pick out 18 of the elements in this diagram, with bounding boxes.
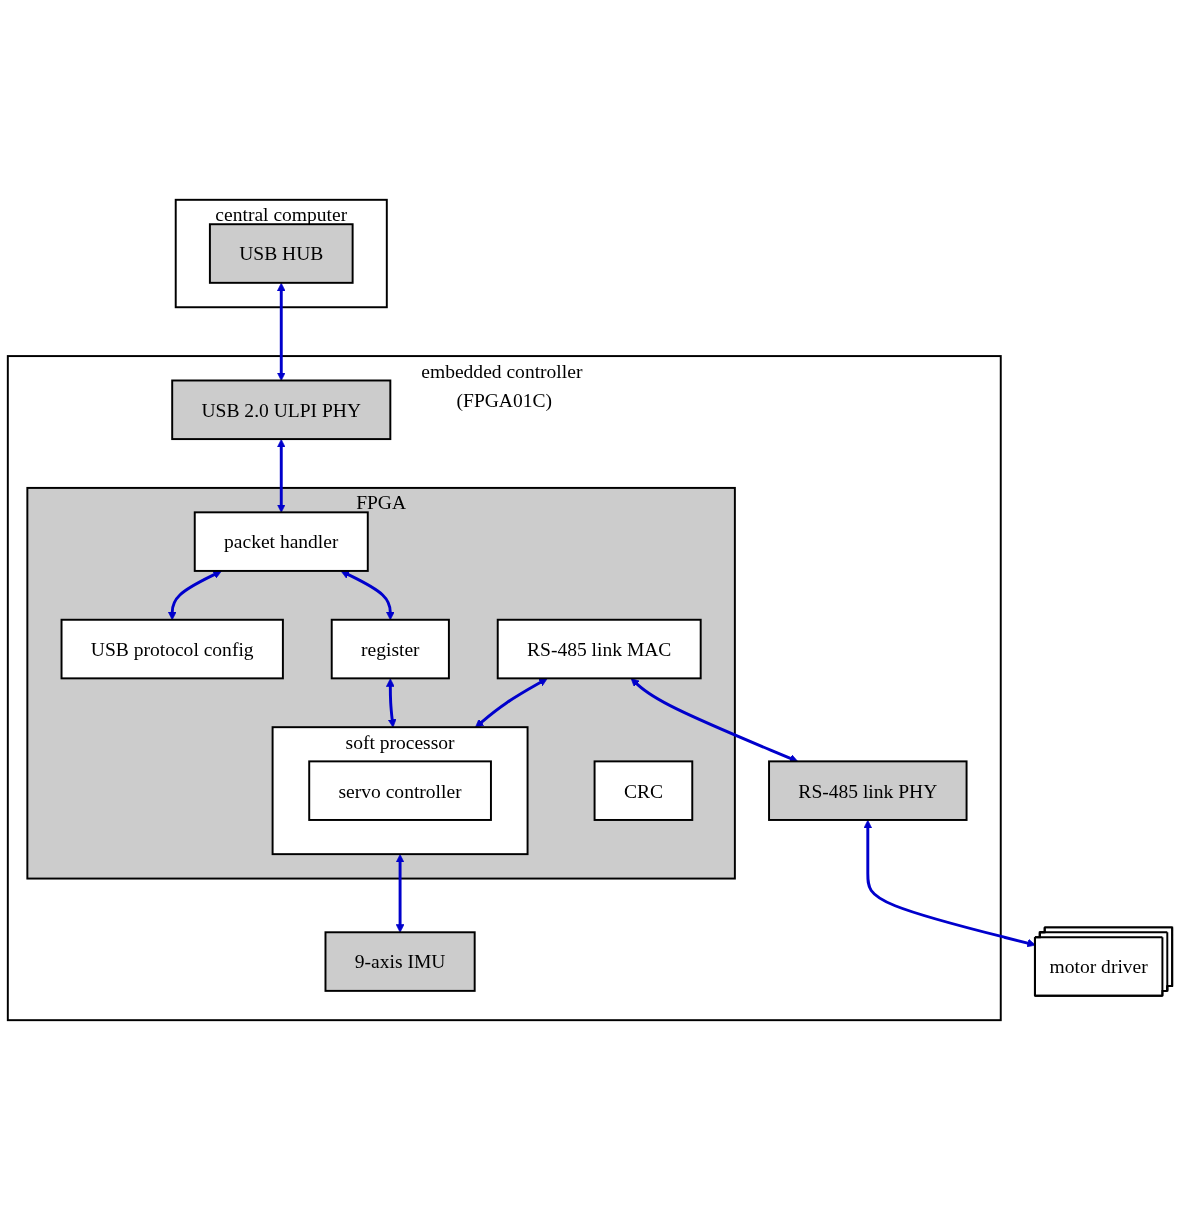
node-box: USB protocol config [60,618,284,679]
node-box: RS-485 link PHY [768,759,968,821]
arrow [167,570,222,620]
arrow [276,282,286,381]
arrow [630,677,798,762]
arrow [276,438,286,513]
node-box: servo controller [308,759,492,821]
node-box: 9-axis IMU [324,930,476,992]
node-box: RS-485 link MAC [496,618,702,679]
arrow [340,570,395,620]
node-box: USB 2.0 ULPI PHY [171,379,392,440]
node-box: CRC [593,759,694,821]
arrow [475,677,548,728]
arrow [863,819,1036,947]
node-box: packet handler [193,510,369,572]
arrow [386,677,397,728]
node-box: register [330,618,450,679]
arrow [395,853,405,933]
